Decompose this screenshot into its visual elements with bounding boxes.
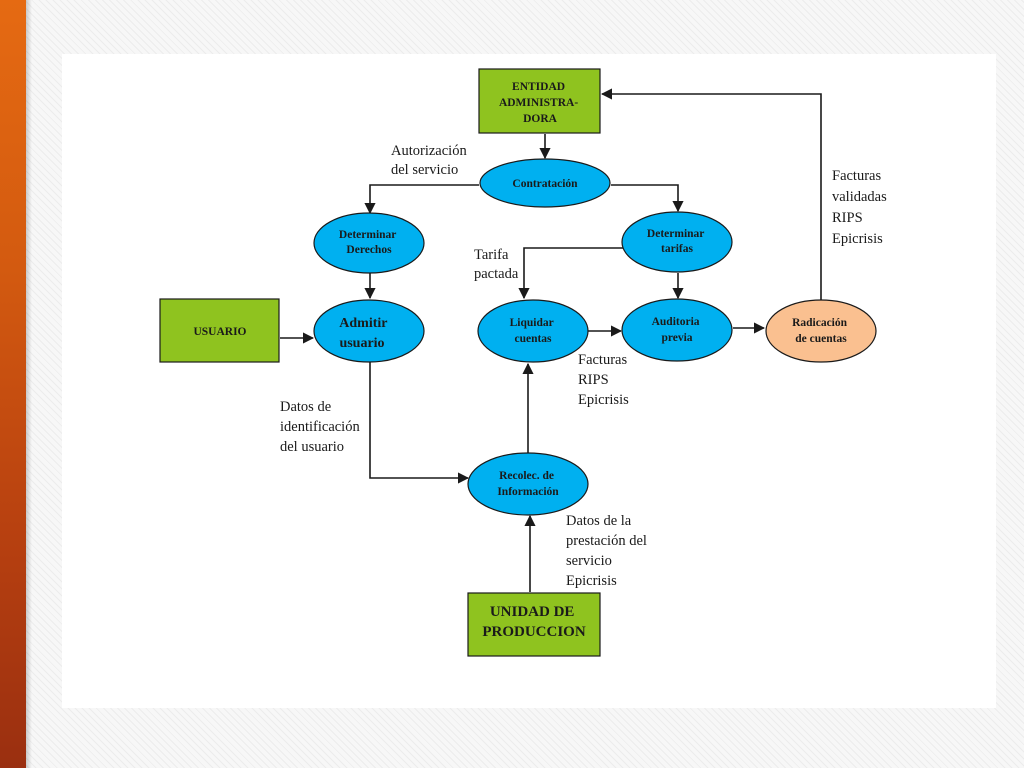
label-facturas-validadas-line-2: validadas: [832, 189, 887, 205]
label-datos-prestacion-line-1: Datos de la: [566, 513, 632, 529]
edge-contratacion-determinar-tarifas: [611, 184, 684, 213]
svg-text:Liquidar cuentas: Liquidar cuentas: [510, 317, 557, 345]
label-tarifa-pactada: Tarifa pactada: [474, 247, 519, 282]
node-unidad-line-1: UNIDAD DE: [490, 604, 575, 620]
label-autorizacion-line-1: Autorización: [391, 143, 467, 159]
svg-text:Determinar Derechos: Determinar Derechos: [339, 229, 399, 256]
label-autorizacion-servicio: Autorización del servicio: [391, 143, 470, 178]
label-datos-prestacion: Datos de la prestación del servicio Epic…: [566, 513, 651, 589]
ellipse-determinar-derechos: Determinar Derechos: [313, 212, 425, 274]
node-entidad-line-2: ADMINISTRA-: [499, 97, 578, 109]
svg-text:ENTIDAD ADMINISTRA-: ENTIDAD ADMINISTRA- DORA: [499, 81, 581, 125]
edge-determinar-tarifas-liquidar: [518, 247, 624, 300]
svg-text:Determinar tarifas: Determinar tarifas: [647, 228, 707, 255]
label-datos-prestacion-line-4: Epicrisis: [566, 573, 617, 589]
label-facturas-rips-epicrisis: Facturas RIPS Epicrisis: [578, 352, 631, 408]
node-liquidar-line-2: cuentas: [514, 333, 552, 345]
node-recolec-line-2: Información: [497, 486, 559, 498]
svg-text:Radicación de cuentas: Radicación de cuentas: [792, 317, 850, 345]
node-liquidar-line-1: Liquidar: [510, 317, 554, 329]
box-unidad-de-produccion: UNIDAD DE PRODUCCION: [467, 592, 601, 657]
node-admitir-line-1: Admitir: [339, 316, 387, 331]
edge-admitir-recolec: [369, 362, 470, 484]
label-datos-identificacion-line-1: Datos de: [280, 399, 331, 415]
label-facturas-validadas-line-4: Epicrisis: [832, 231, 883, 247]
node-entidad-line-3: DORA: [523, 113, 558, 125]
edge-radicacion-entidad: [600, 88, 822, 300]
edge-contratacion-determinar-derechos: [364, 184, 479, 215]
label-datos-prestacion-line-3: servicio: [566, 553, 612, 569]
node-recolec-line-1: Recolec. de: [499, 470, 554, 482]
label-facturas-rips-line-2: RIPS: [578, 372, 609, 388]
node-determinar-tarifas-line-2: tarifas: [661, 243, 693, 255]
svg-text:Recolec. de Información: Recolec. de Información: [497, 470, 559, 498]
label-datos-identificacion-line-2: identificación: [280, 419, 360, 435]
node-unidad-line-2: PRODUCCION: [482, 624, 585, 640]
node-determinar-derechos-line-2: Derechos: [346, 244, 392, 256]
label-autorizacion-line-2: del servicio: [391, 162, 458, 178]
svg-text:USUARIO: USUARIO: [193, 326, 246, 338]
label-facturas-validadas-line-3: RIPS: [832, 210, 863, 226]
svg-text:UNIDAD DE PRODUCCION: UNIDAD DE PRODUCCION: [482, 604, 585, 640]
node-entidad-line-1: ENTIDAD: [512, 81, 565, 93]
ellipse-admitir-usuario: Admitir usuario: [313, 299, 425, 363]
ellipse-contratacion: Contratación: [479, 158, 611, 208]
ellipse-liquidar-cuentas: Liquidar cuentas: [477, 299, 589, 363]
label-facturas-rips-line-3: Epicrisis: [578, 392, 629, 408]
svg-text:Admitir usuario: Admitir usuario: [339, 316, 390, 351]
label-datos-identificacion: Datos de identificación del usuario: [280, 399, 363, 455]
label-facturas-validadas-line-1: Facturas: [832, 168, 881, 184]
label-tarifa-line-2: pactada: [474, 266, 519, 282]
label-datos-prestacion-line-2: prestación del: [566, 533, 647, 549]
node-contratacion-line-1: Contratación: [512, 178, 578, 190]
box-entidad-administradora: ENTIDAD ADMINISTRA- DORA: [478, 68, 601, 134]
label-facturas-rips-line-1: Facturas: [578, 352, 627, 368]
node-auditoria-line-2: previa: [661, 332, 692, 344]
node-radicacion-line-1: Radicación: [792, 317, 848, 329]
slide-accent-bar: [0, 0, 32, 768]
ellipse-determinar-tarifas: Determinar tarifas: [621, 211, 733, 273]
node-radicacion-line-2: de cuentas: [795, 333, 847, 345]
box-usuario: USUARIO: [159, 298, 280, 363]
node-usuario-line-1: USUARIO: [193, 326, 246, 338]
label-tarifa-line-1: Tarifa: [474, 247, 509, 263]
label-datos-identificacion-line-3: del usuario: [280, 439, 344, 455]
ellipse-radicacion-de-cuentas: Radicación de cuentas: [765, 299, 877, 363]
ellipse-recolec-de-informacion: Recolec. de Información: [467, 452, 589, 516]
node-determinar-tarifas-line-1: Determinar: [647, 228, 704, 240]
node-admitir-line-2: usuario: [339, 336, 384, 351]
svg-text:Auditoria previa: Auditoria previa: [652, 316, 703, 344]
svg-text:Contratación: Contratación: [512, 178, 578, 190]
node-determinar-derechos-line-1: Determinar: [339, 229, 396, 241]
ellipse-auditoria-previa: Auditoria previa: [621, 298, 733, 362]
node-auditoria-line-1: Auditoria: [652, 316, 700, 328]
label-facturas-validadas: Facturas validadas RIPS Epicrisis: [832, 168, 890, 247]
